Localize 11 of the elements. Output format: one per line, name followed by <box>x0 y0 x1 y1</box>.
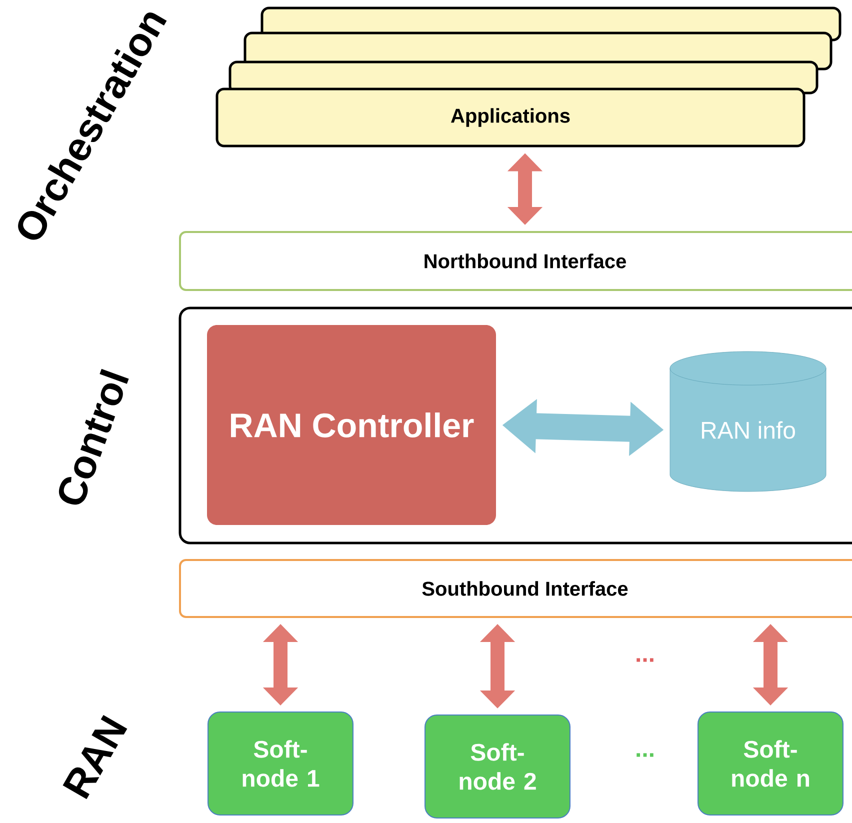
soft-node-box: Soft-node n <box>698 712 844 816</box>
controller-box: RAN Controller <box>207 325 496 525</box>
soft-node-box: Soft-node 1 <box>208 712 354 816</box>
ellipsis: ... <box>636 658 654 662</box>
ellipsis: ... <box>636 753 654 757</box>
soft-node-box: Soft-node 2 <box>424 714 570 818</box>
application-card: Applications <box>216 88 806 148</box>
control-frame <box>178 306 852 544</box>
database-cylinder: RAN info <box>670 351 826 492</box>
interface-bar: Northbound Interface <box>179 231 852 291</box>
interface-bar: Southbound Interface <box>179 559 852 618</box>
